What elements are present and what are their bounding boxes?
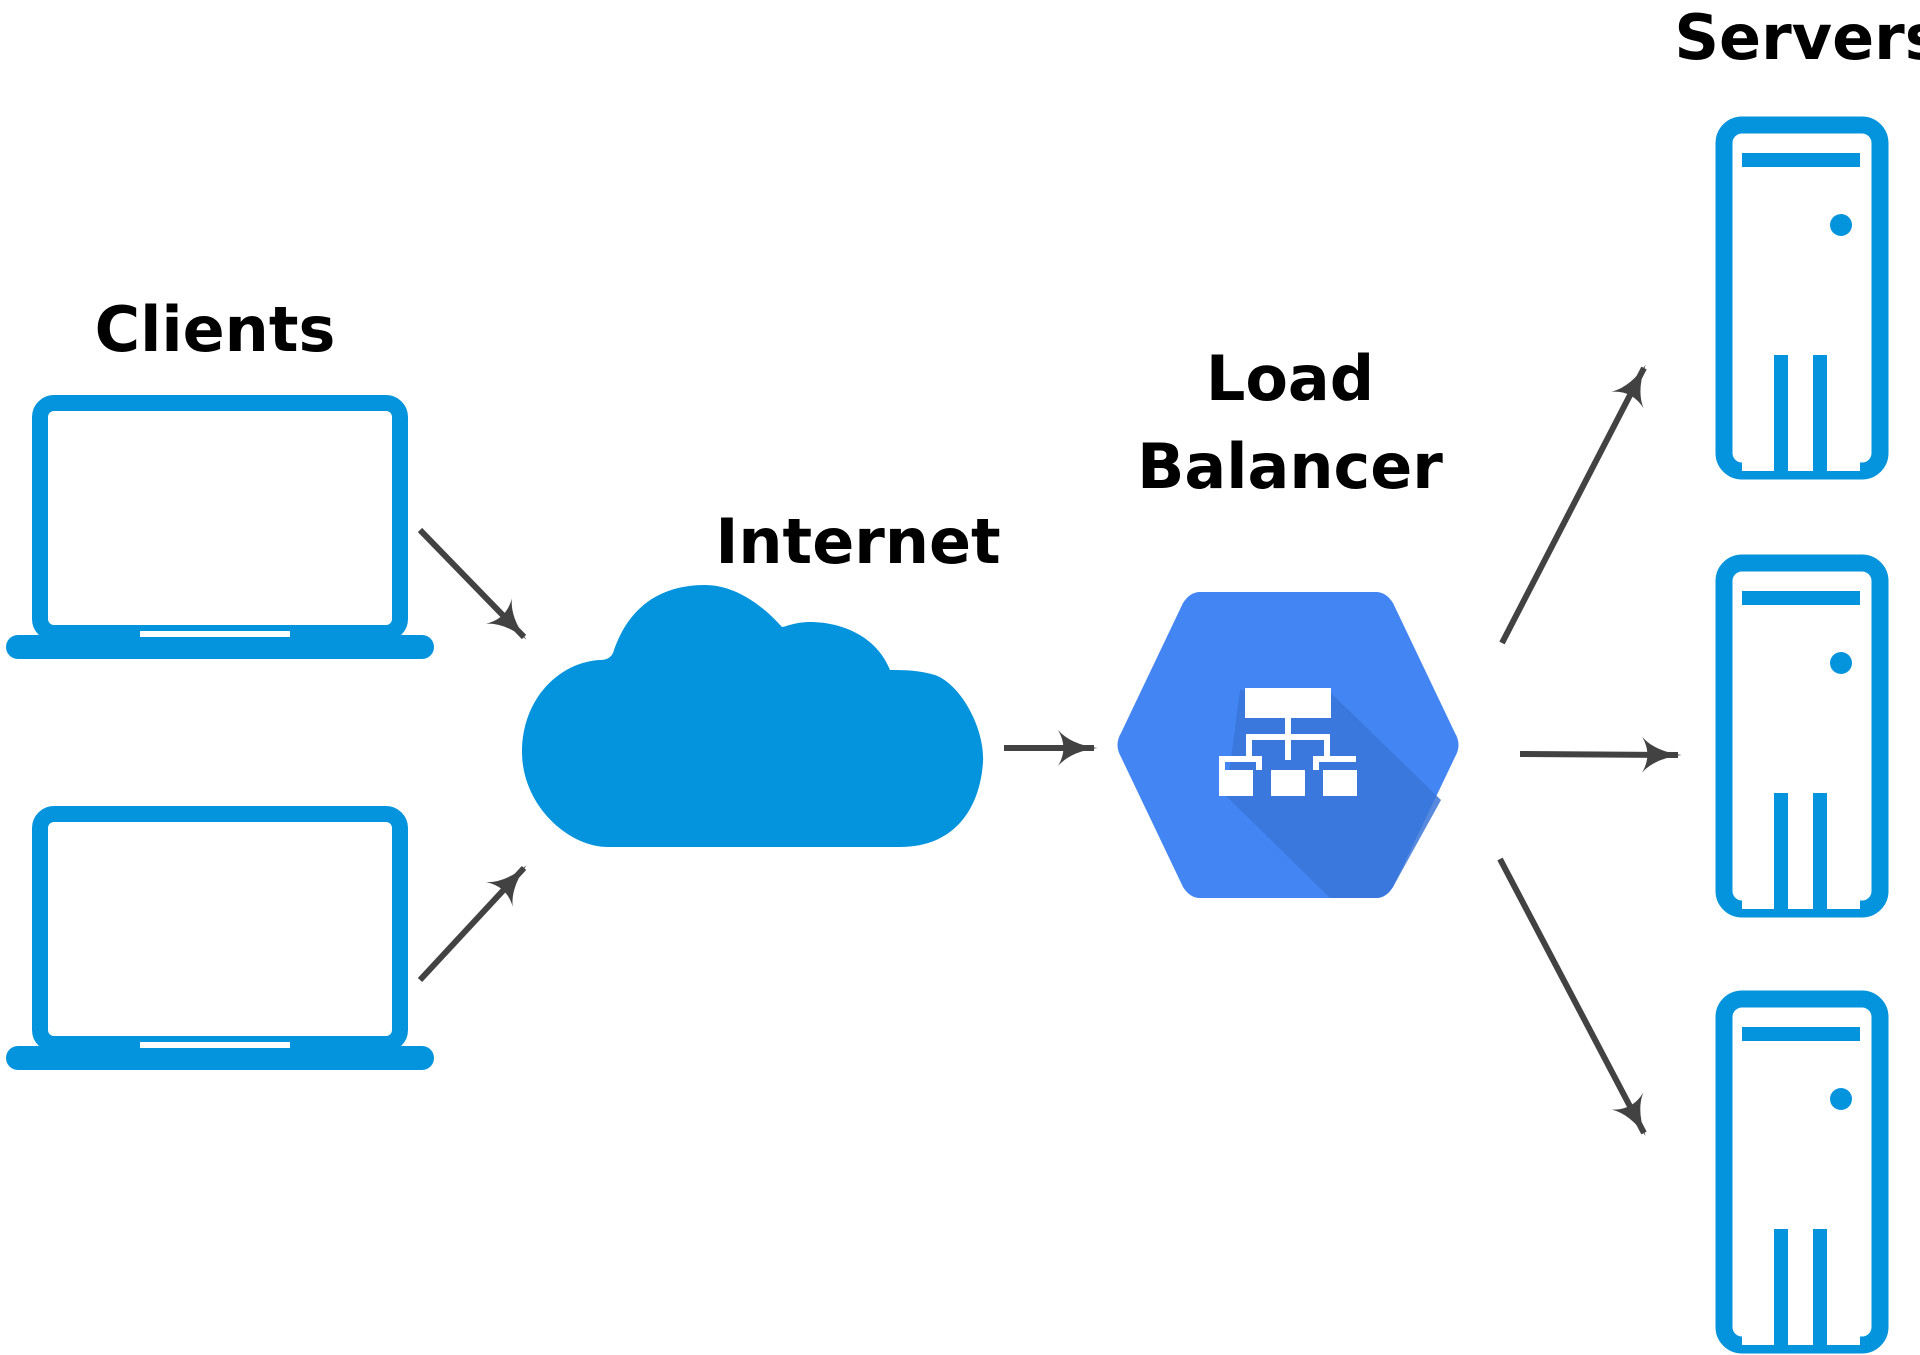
server-tower-icon (1724, 999, 1880, 1345)
laptop-icon (6, 814, 434, 1070)
arrow-load-balancer-to-server-2 (1519, 736, 1682, 773)
cloud-icon (522, 585, 984, 847)
server-tower-icon (1724, 125, 1880, 471)
internet-label: Internet (715, 505, 1000, 578)
load-balancer-hexagon-icon (1117, 592, 1459, 898)
arrow-client-2-to-internet (417, 865, 527, 983)
servers-label: Servers (1674, 1, 1920, 74)
arrow-load-balancer-to-server-1 (1499, 364, 1647, 645)
server-tower-icon (1724, 563, 1880, 909)
load-balancer-label-line1: Load (1206, 342, 1374, 415)
arrow-client-1-to-internet (417, 527, 527, 640)
laptop-icon (6, 403, 434, 659)
load-balancer-label-line2: Balancer (1137, 430, 1443, 503)
clients-label: Clients (95, 293, 336, 366)
arrow-load-balancer-to-server-3 (1497, 857, 1647, 1137)
